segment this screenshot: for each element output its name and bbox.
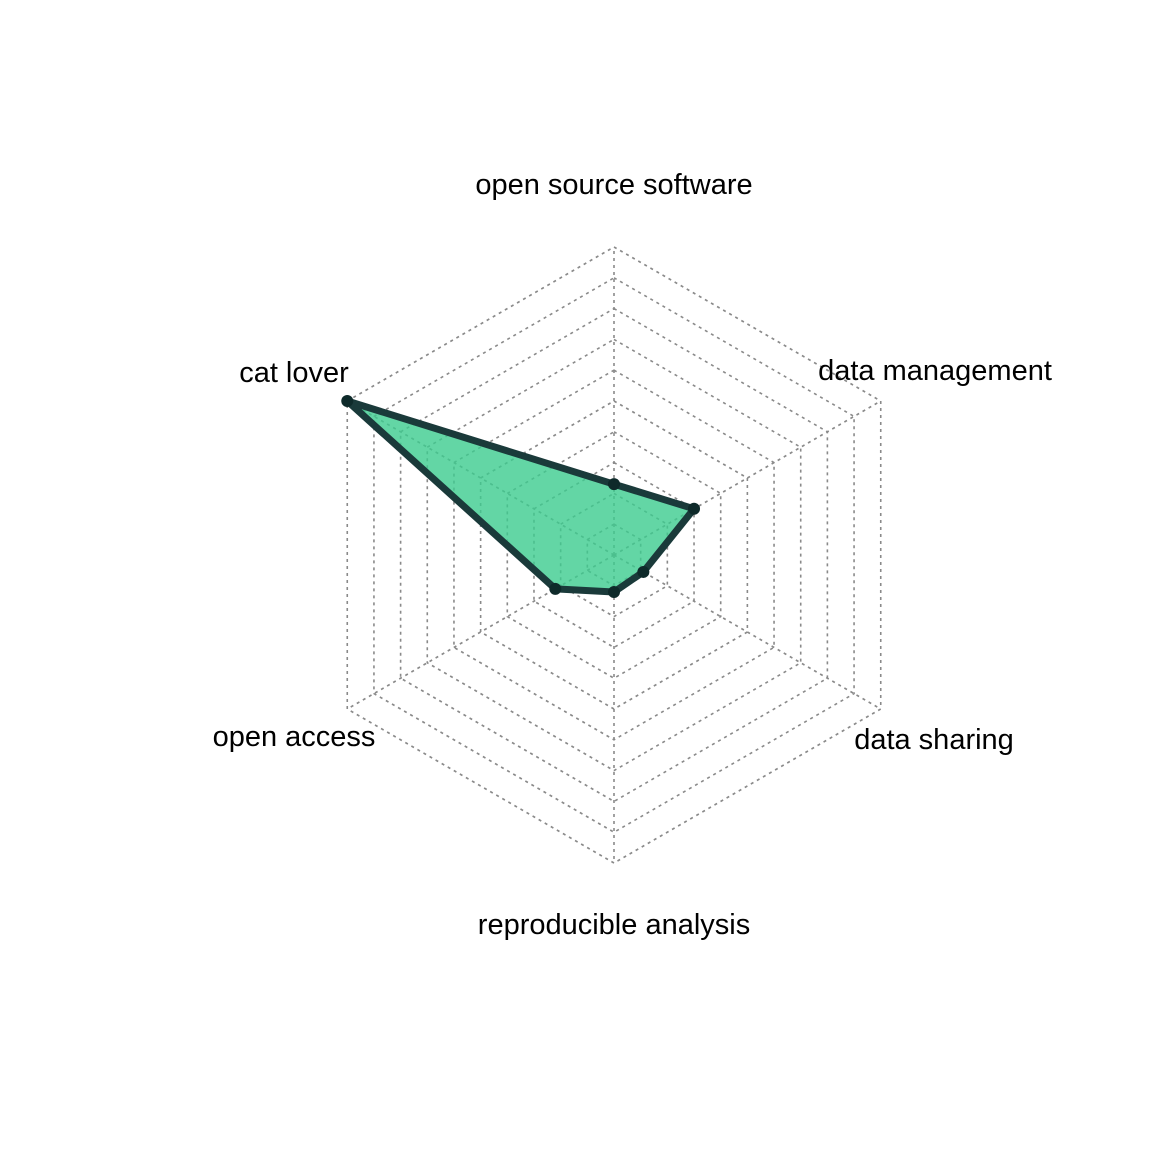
- axis-label-data-sharing: data sharing: [854, 724, 1014, 756]
- axis-label-reproducible-analysis: reproducible analysis: [478, 909, 750, 941]
- data-point-5: [341, 395, 354, 407]
- data-point-4: [549, 582, 562, 595]
- data-point-3: [608, 585, 620, 598]
- axis-label-open-access: open access: [213, 721, 376, 753]
- radar-series: [341, 395, 701, 598]
- axis-label-open-source-software: open source software: [475, 169, 752, 201]
- data-point-2: [637, 565, 650, 578]
- grid-spoke-2: [613, 554, 882, 710]
- radar-axis-labels: open source software data management dat…: [213, 169, 1052, 941]
- series-area-0: [343, 397, 698, 596]
- axis-label-cat-lover: cat lover: [239, 357, 349, 389]
- axis-label-data-management: data management: [818, 355, 1052, 387]
- data-point-1: [688, 502, 701, 515]
- data-point-0: [608, 478, 620, 491]
- grid-ring-2: [559, 492, 669, 618]
